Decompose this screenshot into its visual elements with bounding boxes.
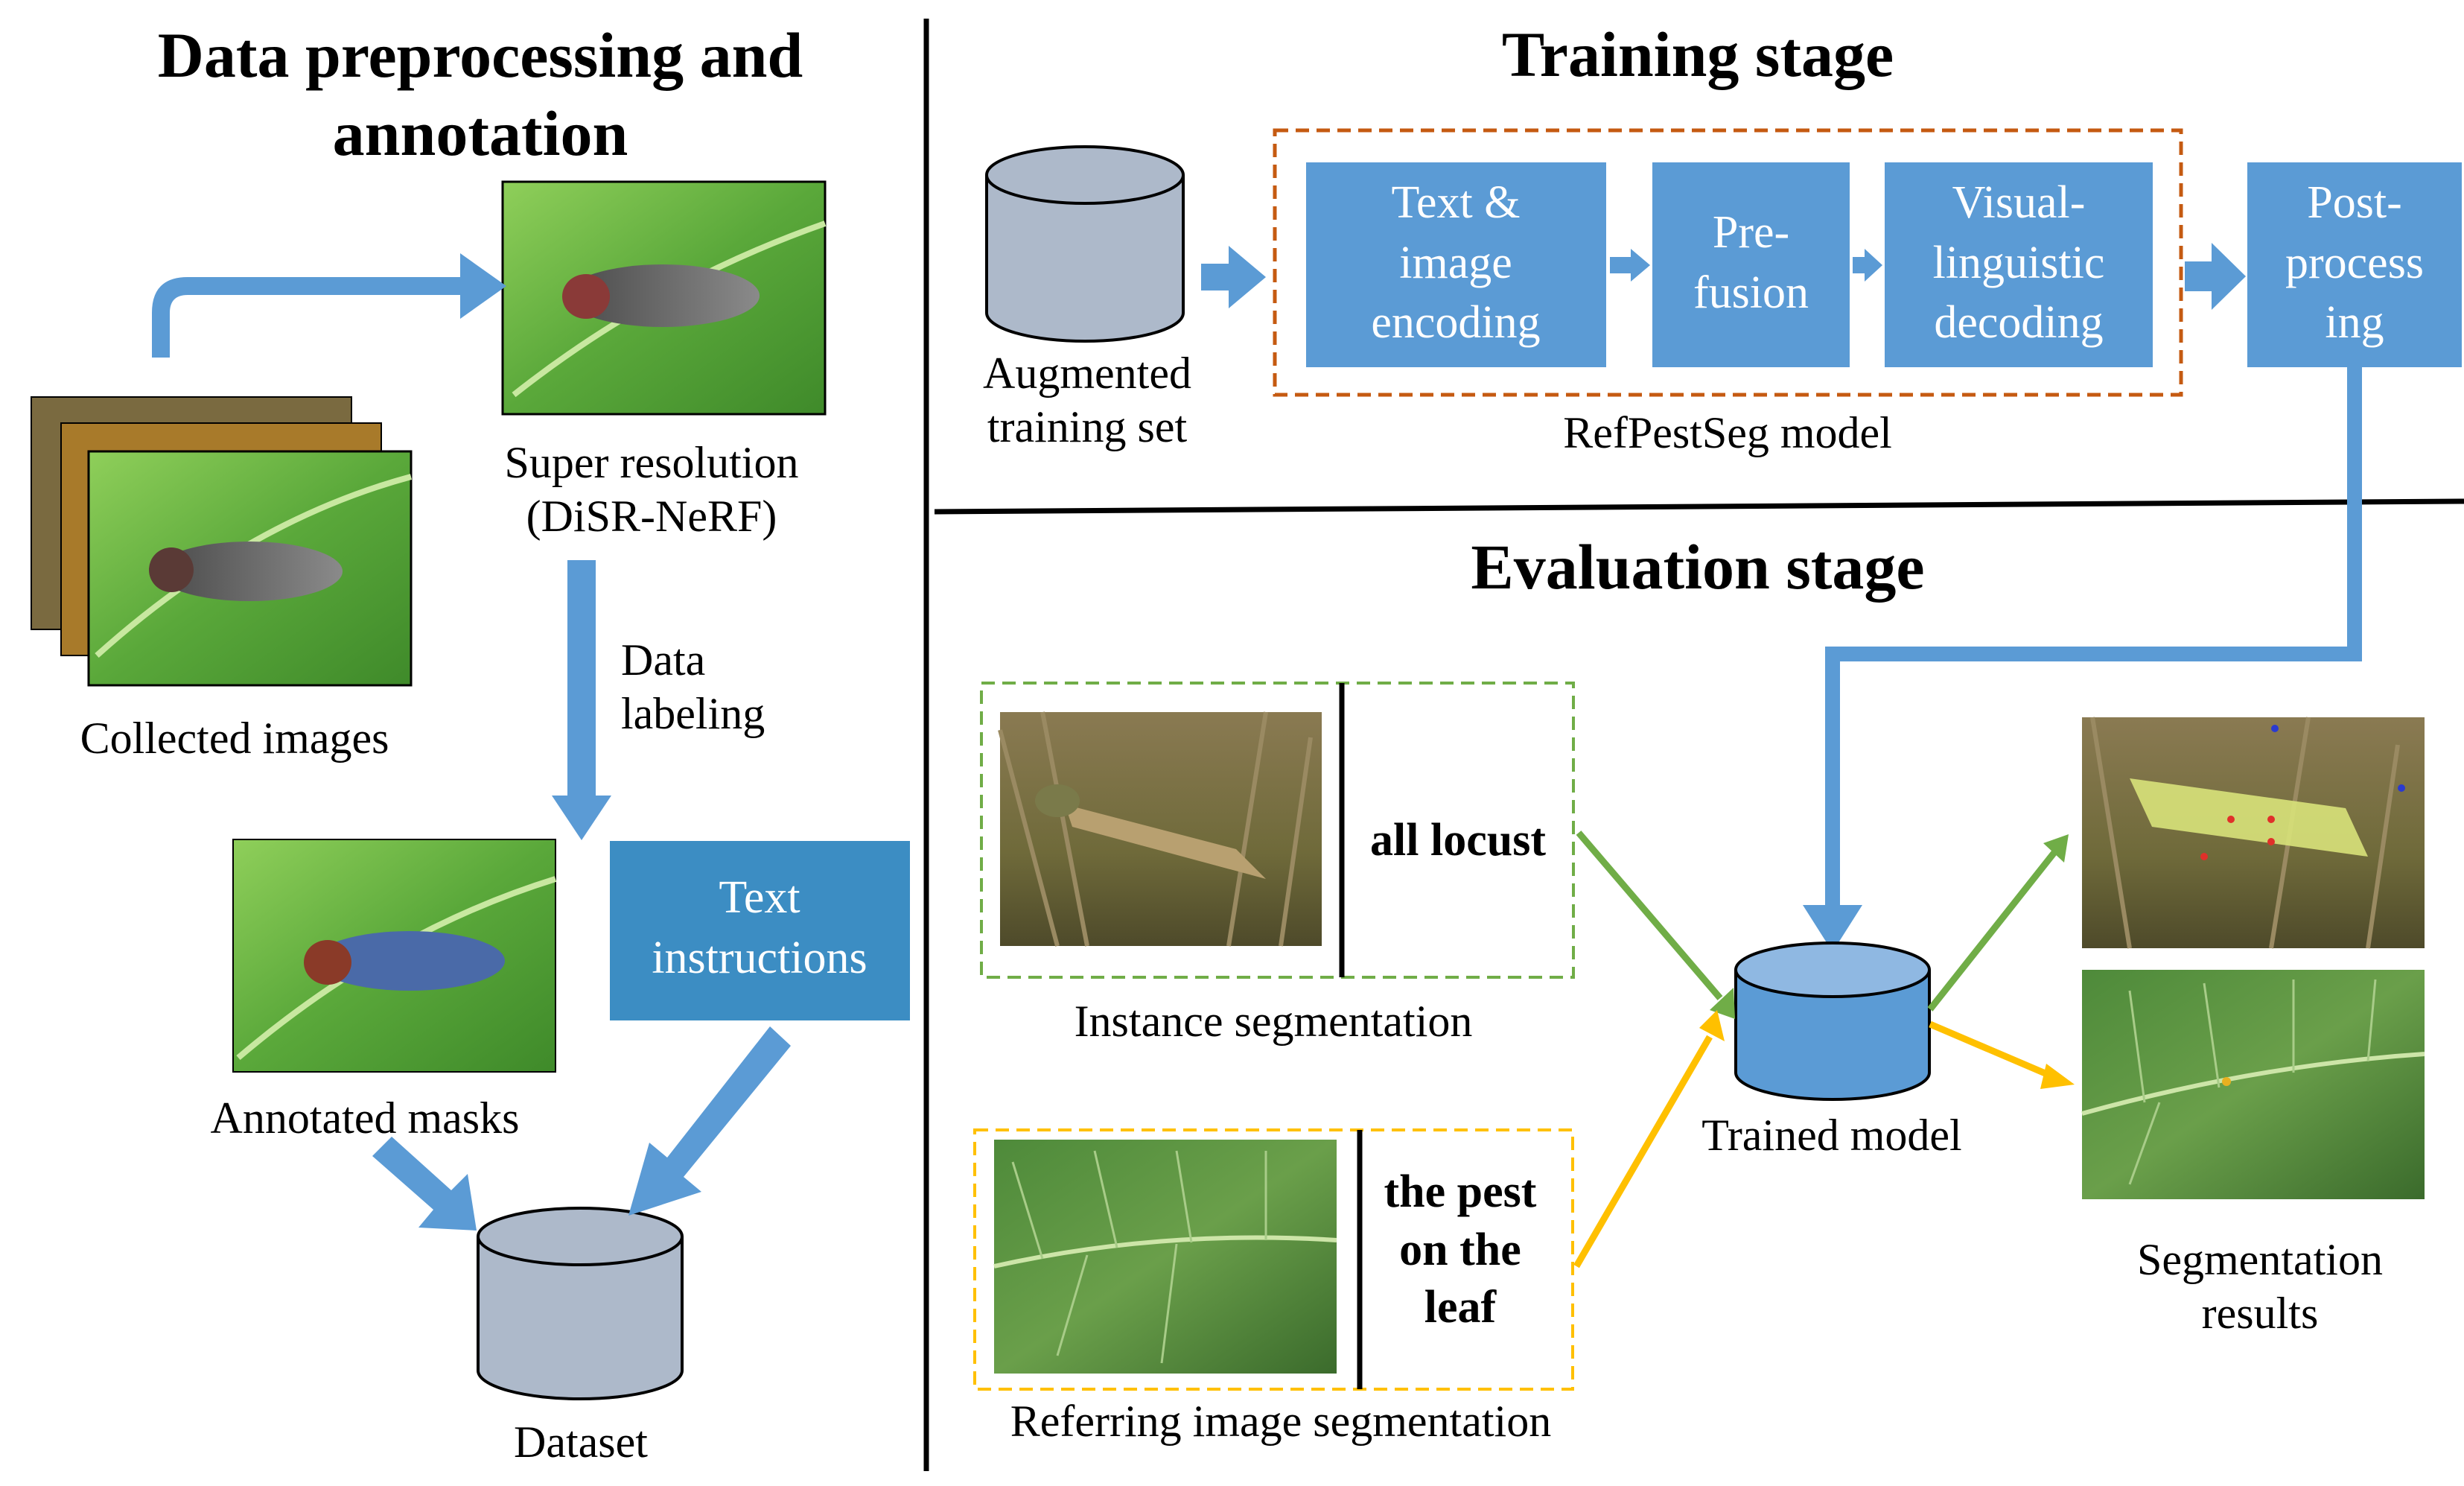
trained-model-cylinder <box>1734 942 1931 1101</box>
post-processing-box <box>2247 162 2462 367</box>
arrow-model-to-leaf-result <box>1929 1020 2054 1080</box>
visual-linguistic-decoding-box <box>1885 162 2153 367</box>
arrow-model-to-leaf-result-head <box>2040 1064 2075 1089</box>
arrow-locust-to-model <box>1576 831 1723 1000</box>
leaf-result-image <box>2081 970 2425 1199</box>
connector-post-to-trained <box>1825 367 2362 909</box>
segmentation-results-label: Segmentation results <box>2137 1235 2383 1338</box>
annotated-mask-image <box>232 839 557 1073</box>
referring-segmentation-border <box>973 1128 1574 1391</box>
super-resolution-image <box>501 180 827 416</box>
dataset-label: Dataset <box>514 1417 648 1467</box>
locust-result-image <box>2082 717 2425 949</box>
arrow-encoding-to-prefusion <box>1610 249 1650 282</box>
annotated-masks-label: Annotated masks <box>210 1093 520 1143</box>
left-panel-title: Data preprocessing and annotation <box>157 19 803 169</box>
augmented-set-label: Augmented training set <box>983 349 1191 451</box>
text-image-encoding-label: Text & image encoding <box>1371 177 1541 349</box>
arrow-data-labeling <box>552 560 611 840</box>
arrow-leaf-to-model <box>1573 1035 1713 1269</box>
collected-images-label: Collected images <box>80 714 389 763</box>
data-labeling-label: Data labeling <box>621 635 765 738</box>
leaf-query-text: the pest on the leaf <box>1384 1166 1537 1333</box>
evaluation-stage-title: Evaluation stage <box>1471 531 1925 603</box>
super-resolution-label: Super resolution (DiSR-NeRF) <box>504 438 799 541</box>
horizontal-divider <box>934 498 2464 515</box>
arrow-set-to-model <box>1201 246 1266 308</box>
locust-image <box>998 711 1322 947</box>
arrow-masks-to-dataset <box>372 1137 477 1231</box>
arrow-model-to-locust-result-head <box>2043 834 2069 863</box>
leaf-image <box>993 1140 1337 1374</box>
collected-images-stack <box>31 396 413 687</box>
visual-linguistic-decoding-label: Visual- linguistic decoding <box>1932 177 2105 349</box>
text-image-encoding-box <box>1306 162 1606 367</box>
instance-segmentation-label: Instance segmentation <box>1074 997 1473 1046</box>
instance-segmentation-border <box>980 682 1575 979</box>
arrow-collected-to-super <box>152 253 506 358</box>
pre-fusion-label: Pre- fusion <box>1693 207 1809 318</box>
pre-fusion-box <box>1652 162 1850 367</box>
text-instructions-label: Text instructions <box>652 872 868 983</box>
arrow-model-to-locust-result <box>1927 849 2058 1012</box>
text-instructions-box <box>610 841 910 1020</box>
training-stage-title: Training stage <box>1501 19 1894 90</box>
arrow-model-to-postprocess <box>2185 243 2246 310</box>
arrow-prefusion-to-decoding <box>1853 249 1882 282</box>
arrow-text-to-dataset <box>628 1026 791 1216</box>
dataset-cylinder <box>477 1207 684 1400</box>
post-processing-label: Post- process ing <box>2285 177 2424 349</box>
arrow-into-trained-model <box>1803 905 1862 952</box>
refpestseg-model-label: RefPestSeg model <box>1563 408 1892 457</box>
locust-query-text: all locust <box>1370 815 1546 866</box>
augmented-training-set-cylinder <box>985 145 1185 343</box>
trained-model-label: Trained model <box>1701 1111 1962 1160</box>
referring-segmentation-label: Referring image segmentation <box>1010 1397 1552 1446</box>
arrow-leaf-to-model-head <box>1699 1010 1725 1041</box>
